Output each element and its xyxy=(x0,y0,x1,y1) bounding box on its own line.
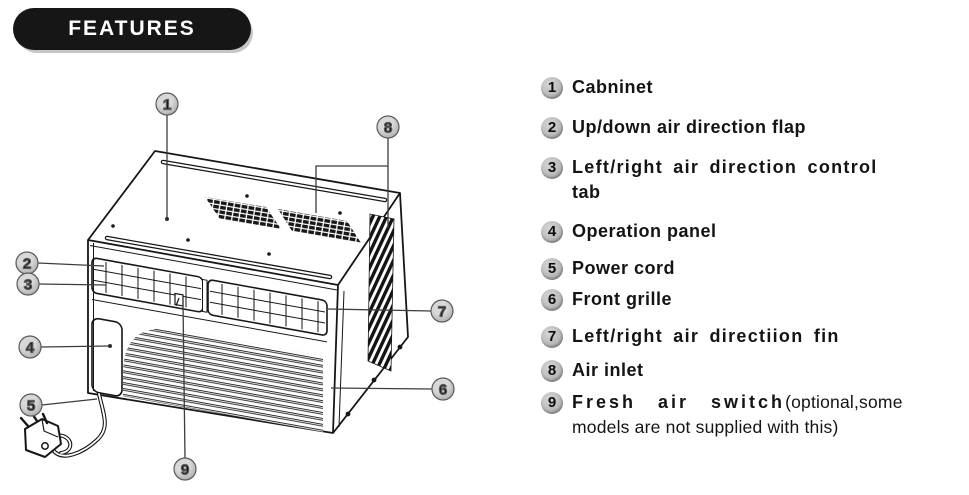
top-air-inlet-left xyxy=(205,197,281,229)
top-face-details xyxy=(89,159,388,291)
section-title: FEATURES xyxy=(68,17,196,40)
legend-num-2: 2 xyxy=(541,117,563,139)
legend-item-operation-panel: 4 Operation panel xyxy=(541,221,717,244)
air-outlet-right xyxy=(207,279,328,336)
legend-num-1: 1 xyxy=(541,77,563,99)
power-plug xyxy=(19,410,62,458)
legend-item-air-inlet: 8 Air inlet xyxy=(541,360,644,383)
front-face-details xyxy=(91,257,328,433)
svg-text:4: 4 xyxy=(26,340,35,357)
legend-num-8: 8 xyxy=(541,360,563,382)
legend-label-7: Left/right air directiion fin xyxy=(572,326,840,346)
svg-text:9: 9 xyxy=(181,462,189,479)
legend-item-front-grille: 6 Front grille xyxy=(541,289,672,312)
leader-lines xyxy=(37,115,433,459)
legend-num-9: 9 xyxy=(541,392,563,414)
legend-label-9-line2: models are not supplied with this) xyxy=(572,417,839,437)
callout-6: 6 xyxy=(431,377,455,401)
legend-item-leftright-tab: 3 Left/right air direction control tab xyxy=(541,157,878,205)
callouts: 1 2 3 4 5 6 7 8 9 xyxy=(15,92,455,481)
section-title-badge: FEATURES xyxy=(13,8,251,50)
legend-label-9: Fresh air switch(optional,some models ar… xyxy=(572,392,903,437)
svg-text:3: 3 xyxy=(24,277,32,294)
svg-text:2: 2 xyxy=(23,256,31,273)
callout-1: 1 xyxy=(155,92,179,116)
legend-item-cabinet: 1 Cabninet xyxy=(541,77,653,100)
callout-3: 3 xyxy=(16,272,40,296)
legend-num-7: 7 xyxy=(541,326,563,348)
legend-item-fresh-air-switch: 9 Fresh air switch(optional,some models … xyxy=(541,392,903,440)
legend-label-8: Air inlet xyxy=(572,360,644,380)
svg-text:8: 8 xyxy=(384,120,392,137)
svg-text:1: 1 xyxy=(163,97,171,114)
side-air-inlet xyxy=(367,213,395,372)
legend-label-2: Up/down air direction flap xyxy=(572,117,807,137)
legend-label-1: Cabninet xyxy=(572,77,654,97)
legend-label-5: Power cord xyxy=(572,258,676,278)
legend-num-3: 3 xyxy=(541,157,563,179)
legend-item-power-cord: 5 Power cord xyxy=(541,258,675,281)
callout-9: 9 xyxy=(173,457,197,481)
legend-label-6: Front grille xyxy=(572,289,672,309)
callout-7: 7 xyxy=(430,299,454,323)
legend-num-5: 5 xyxy=(541,258,563,280)
legend-label-3: Left/right air direction control tab xyxy=(572,157,878,202)
callout-8: 8 xyxy=(376,115,400,139)
callout-5: 5 xyxy=(19,393,43,417)
legend-label-4: Operation panel xyxy=(572,221,717,241)
legend-item-leftright-fin: 7 Left/right air directiion fin xyxy=(541,326,840,349)
fresh-air-switch xyxy=(174,292,184,307)
ac-unit-diagram: 1 2 3 4 5 6 7 8 9 xyxy=(15,92,455,481)
svg-text:5: 5 xyxy=(27,398,35,415)
legend-item-updown-flap: 2 Up/down air direction flap xyxy=(541,117,806,140)
front-grille xyxy=(123,328,323,433)
legend-label-3-line2: tab xyxy=(572,182,601,202)
legend-num-4: 4 xyxy=(541,221,563,243)
side-face-details xyxy=(93,213,403,428)
operation-panel xyxy=(91,317,123,397)
top-air-inlet-right xyxy=(278,209,361,243)
legend-num-6: 6 xyxy=(541,289,563,311)
callout-2: 2 xyxy=(15,251,39,275)
svg-text:6: 6 xyxy=(439,382,447,399)
callout-4: 4 xyxy=(18,335,42,359)
svg-text:7: 7 xyxy=(438,304,446,321)
